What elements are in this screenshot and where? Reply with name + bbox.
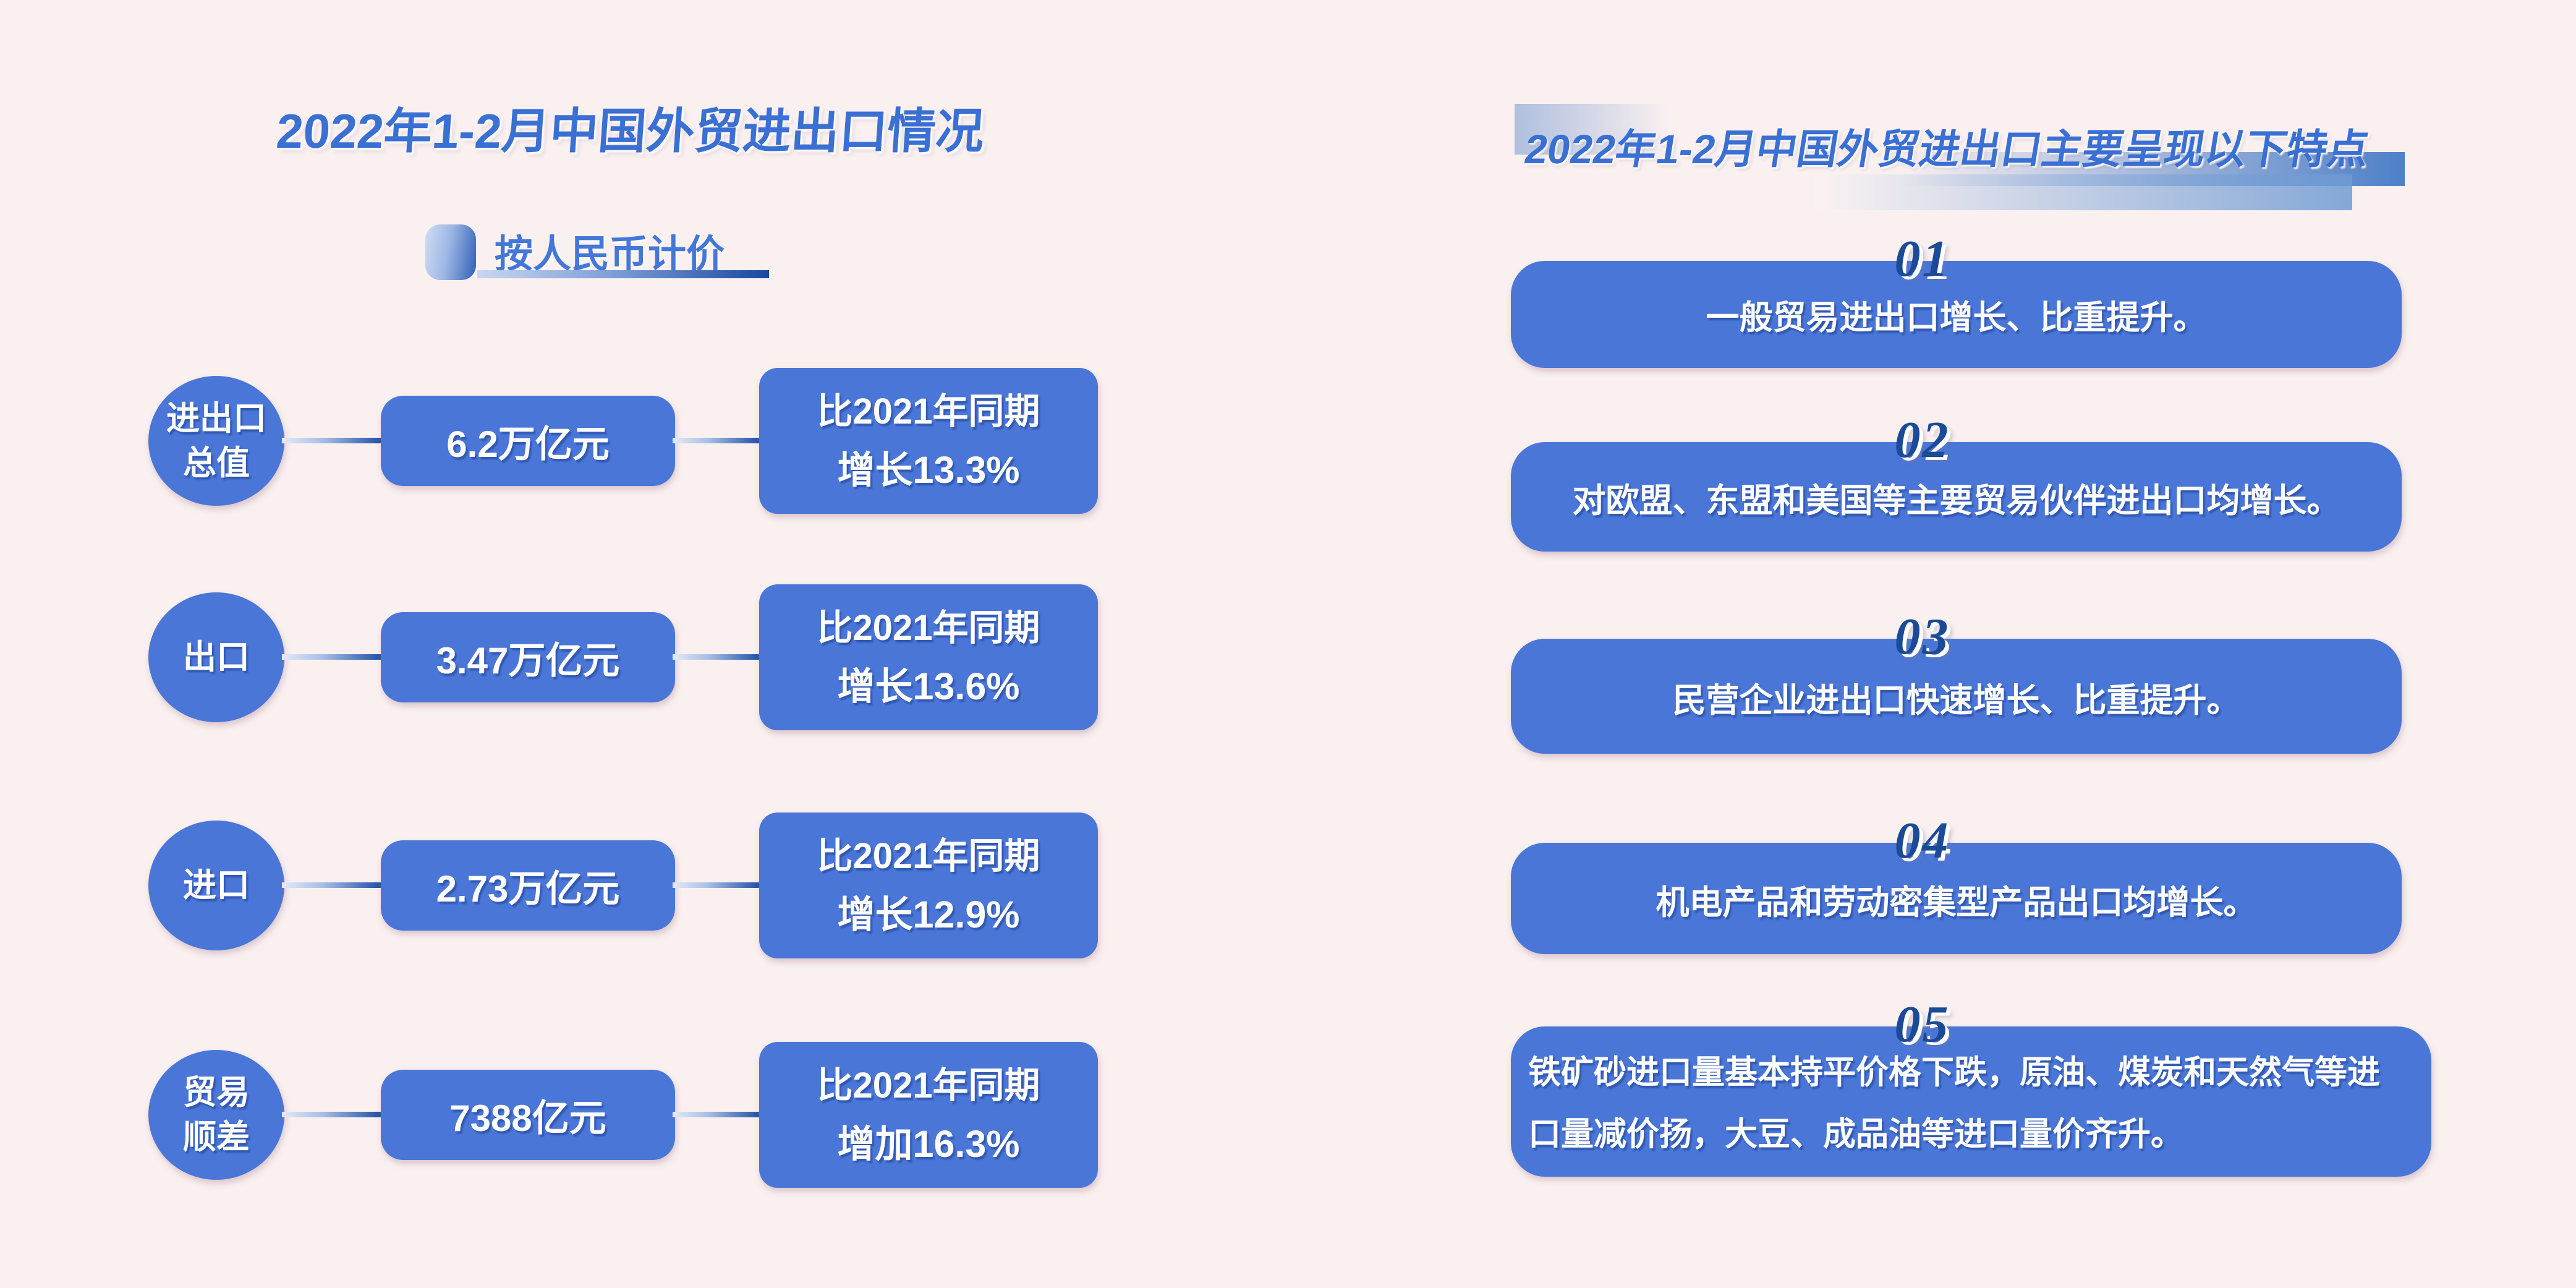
feature-text-line: 对欧盟、东盟和美国等主要贸易伙伴进出口均增长。	[1572, 482, 2340, 519]
compare-period: 比2021年同期	[817, 1065, 1040, 1106]
rounded-square-icon	[425, 224, 476, 280]
stat-label-circle: 出口	[148, 592, 284, 722]
decor-gradient-bar	[1515, 104, 1688, 155]
stat-label-line: 出口	[183, 639, 250, 676]
feature-text-line: 口量减价扬，大豆、成品油等进口量价齐升。	[1528, 1115, 2183, 1153]
compare-period: 比2021年同期	[817, 836, 1040, 876]
stat-value-pill: 6.2万亿元	[381, 396, 675, 486]
change-percent: 增长12.9%	[837, 893, 1020, 936]
feature-item-01: 01 一般贸易进出口增长、比重提升。	[1511, 230, 2402, 368]
connector-line	[673, 654, 760, 660]
feature-number: 02	[1894, 411, 1950, 469]
compare-period: 比2021年同期	[817, 391, 1040, 432]
stat-compare-box: 比2021年同期 增长13.6%	[759, 584, 1098, 730]
currency-subtitle: 按人民币计价	[425, 220, 809, 291]
currency-subtitle-label: 按人民币计价	[495, 233, 725, 276]
stat-label-line: 进出口	[166, 400, 266, 437]
feature-capsule: 民营企业进出口快速增长、比重提升。	[1511, 639, 2402, 754]
change-percent: 增长13.3%	[837, 449, 1020, 491]
stat-value: 6.2万亿元	[446, 423, 610, 465]
feature-text-line: 铁矿砂进口量基本持平价格下跌，原油、煤炭和天然气等进	[1528, 1054, 2380, 1091]
stat-value: 3.47万亿元	[436, 639, 620, 681]
stat-row-import: 进口 2.73万亿元 比2021年同期 增长12.9%	[0, 811, 1113, 960]
connector-line	[282, 882, 382, 888]
feature-capsule: 对欧盟、东盟和美国等主要贸易伙伴进出口均增长。	[1511, 442, 2402, 552]
stat-value-pill: 2.73万亿元	[381, 840, 675, 931]
stat-value-pill: 3.47万亿元	[381, 612, 675, 702]
left-panel-title: 2022年1-2月中国外贸进出口情况	[274, 104, 986, 158]
stat-value: 7388亿元	[449, 1097, 606, 1139]
feature-item-03: 03 民营企业进出口快速增长、比重提升。	[1511, 608, 2402, 754]
connector-line	[673, 882, 760, 888]
right-panel-header: 2022年1-2月中国外贸进出口主要呈现以下特点	[1484, 93, 2411, 223]
stat-label-line: 总值	[183, 445, 250, 482]
feature-capsule: 机电产品和劳动密集型产品出口均增长。	[1511, 843, 2402, 954]
change-percent: 增长13.6%	[837, 665, 1020, 707]
feature-capsule: 铁矿砂进口量基本持平价格下跌，原油、煤炭和天然气等进 口量减价扬，大豆、成品油等…	[1511, 1026, 2431, 1177]
feature-number: 05	[1894, 996, 1950, 1053]
stat-compare-box: 比2021年同期 增长12.9%	[759, 812, 1098, 958]
stat-label-circle: 贸易 顺差	[148, 1050, 284, 1180]
connector-line	[673, 438, 760, 443]
stat-label-circle: 进口	[148, 821, 284, 950]
connector-line	[282, 654, 382, 660]
decor-gradient-bar	[1814, 174, 2352, 210]
connector-line	[282, 438, 382, 443]
feature-number: 01	[1894, 230, 1950, 288]
stat-label-line: 顺差	[183, 1119, 250, 1156]
change-percent: 增加16.3%	[837, 1123, 1020, 1165]
stat-row-surplus: 贸易 顺差 7388亿元 比2021年同期 增加16.3%	[0, 1041, 1113, 1189]
compare-period: 比2021年同期	[817, 608, 1040, 648]
feature-item-04: 04 机电产品和劳动密集型产品出口均增长。	[1511, 812, 2402, 954]
connector-line	[673, 1112, 760, 1117]
stat-row-total: 进出口 总值 6.2万亿元 比2021年同期 增长13.3%	[0, 367, 1113, 515]
feature-text-line: 机电产品和劳动密集型产品出口均增长。	[1656, 884, 2257, 921]
gradient-underline	[477, 270, 769, 278]
feature-number: 04	[1894, 812, 1950, 869]
feature-number: 03	[1894, 608, 1950, 665]
feature-capsule: 一般贸易进出口增长、比重提升。	[1511, 261, 2402, 368]
stat-label-line: 进口	[183, 867, 250, 904]
stat-compare-box: 比2021年同期 增加16.3%	[759, 1042, 1098, 1188]
feature-text-line: 一般贸易进出口增长、比重提升。	[1706, 299, 2207, 336]
feature-text-line: 民营企业进出口快速增长、比重提升。	[1672, 682, 2240, 719]
stat-label-line: 贸易	[183, 1074, 250, 1111]
feature-item-02: 02 对欧盟、东盟和美国等主要贸易伙伴进出口均增长。	[1511, 411, 2402, 552]
stat-label-circle: 进出口 总值	[148, 376, 284, 506]
connector-line	[282, 1112, 382, 1117]
stat-value-pill: 7388亿元	[381, 1070, 675, 1160]
right-panel-title: 2022年1-2月中国外贸进出口主要呈现以下特点	[1521, 126, 2373, 172]
stat-compare-box: 比2021年同期 增长13.3%	[759, 368, 1098, 514]
feature-item-05: 05 铁矿砂进口量基本持平价格下跌，原油、煤炭和天然气等进 口量减价扬，大豆、成…	[1511, 996, 2431, 1177]
stat-value: 2.73万亿元	[436, 868, 620, 910]
stat-row-export: 出口 3.47万亿元 比2021年同期 增长13.6%	[0, 583, 1113, 731]
